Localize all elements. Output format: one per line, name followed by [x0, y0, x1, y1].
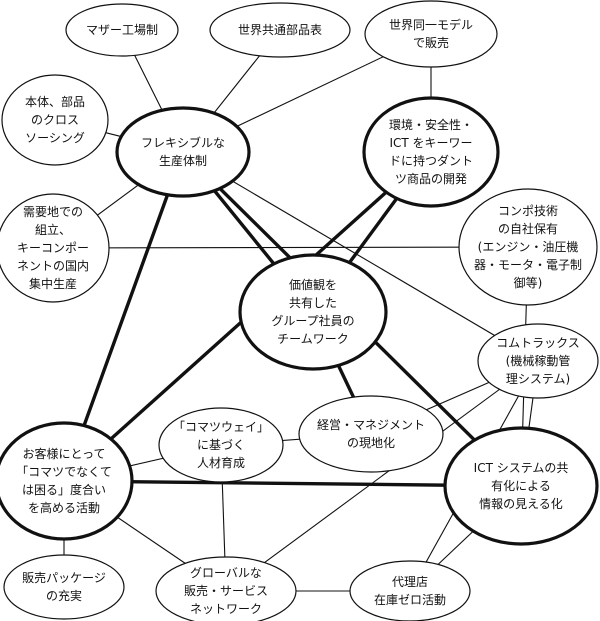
node-cross-sourcing	[1, 74, 109, 166]
node-same-model	[364, 0, 498, 68]
node-flexible	[115, 106, 251, 198]
node-component-tech	[458, 188, 598, 306]
node-mother-factory	[65, 3, 179, 57]
edge-komtrax-global_network	[225, 360, 539, 592]
node-ict-sharing	[443, 426, 599, 546]
node-komatsu-way	[158, 407, 284, 483]
node-values-team	[238, 253, 388, 371]
edge-local_assembly-component_tech	[52, 246, 529, 249]
node-common-parts	[209, 2, 351, 58]
node-distributor	[349, 560, 471, 621]
node-localization	[298, 395, 444, 473]
node-customer	[0, 421, 134, 541]
node-sales-package	[3, 554, 125, 620]
edge-flexible-komtrax	[182, 151, 539, 362]
node-komtrax	[477, 323, 599, 399]
node-local-assembly	[0, 193, 110, 303]
node-global-network	[155, 556, 297, 621]
node-ict-products	[362, 96, 500, 208]
